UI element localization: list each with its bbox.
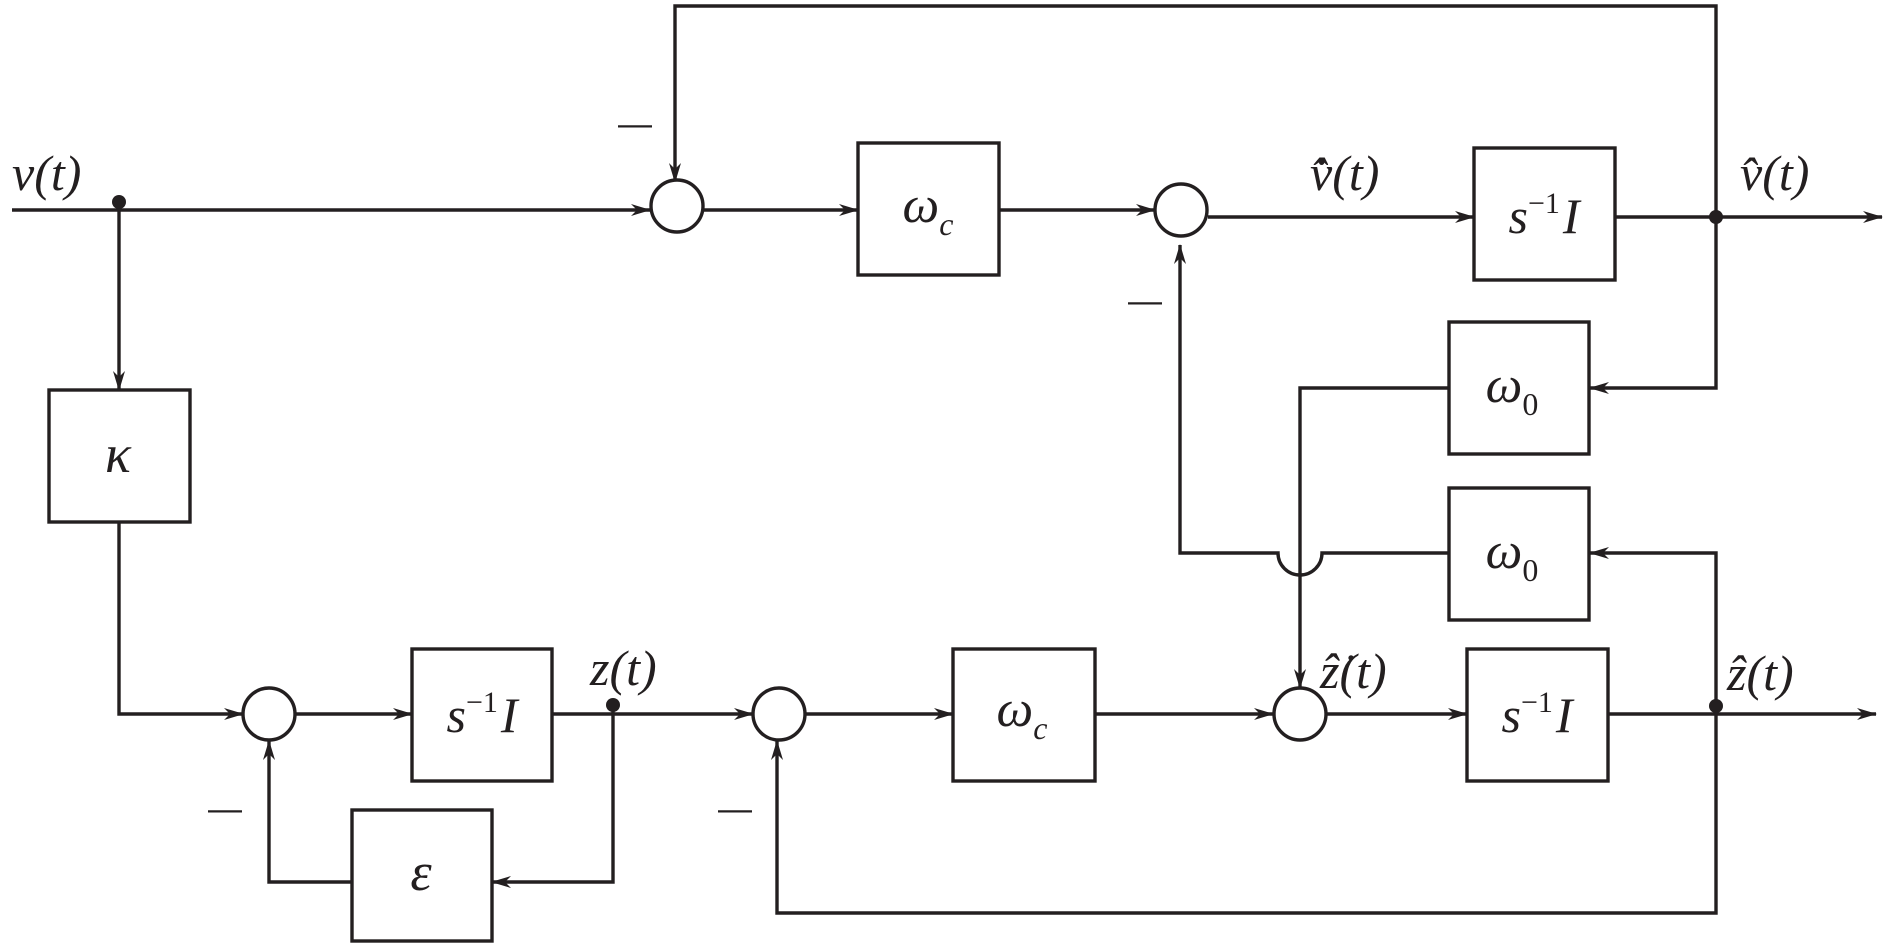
minus-sign-sum2: — (1128, 282, 1162, 320)
omega-c-top-symbol: ω (903, 177, 940, 234)
wire-z-to-epsilon (491, 705, 615, 888)
block-omega-c-bottom: ωc (951, 647, 1097, 783)
wires (12, 4, 1883, 915)
integrator-top-s: s (1508, 188, 1527, 244)
wire-z-hat-to-omega0-lower (1589, 547, 1718, 714)
omega-c-bottom-symbol: ω (997, 681, 1034, 738)
label-v-hat: v̂(t) (1740, 145, 1809, 201)
sum-junction-2 (1153, 182, 1209, 238)
omega0-lower-sub: 0 (1522, 552, 1538, 588)
label-z-hat-dot: ẑ̇(t) (1319, 643, 1387, 699)
omega0-lower-symbol: ω (1486, 523, 1523, 580)
minus-sign-sum4: — (718, 790, 752, 828)
block-epsilon: ε (350, 808, 494, 943)
integrator-bottom-I: I (1555, 687, 1575, 743)
label-input-v: v(t) (12, 145, 81, 201)
junctions (112, 195, 1723, 713)
junction-input (112, 195, 126, 209)
wire-omega0-upper-to-sum5 (1294, 386, 1449, 689)
block-integrator-bottom: s−1I (1465, 647, 1610, 783)
svg-text:s−1I: s−1I (1508, 187, 1581, 244)
wire-v-hat-outer-feedback (669, 4, 1718, 217)
block-omega0-lower: ω0 (1447, 486, 1591, 622)
sum-junction-5 (1272, 686, 1328, 742)
svg-text:ω0: ω0 (1486, 523, 1539, 588)
integrator-z-I: I (500, 687, 520, 743)
integrator-z-s: s (446, 687, 465, 743)
block-omega-c-top: ωc (856, 141, 1001, 277)
integrator-z-exp: −1 (466, 686, 498, 719)
epsilon-label: ε (410, 842, 432, 902)
label-z: z(t) (589, 640, 657, 696)
block-integrator-z: s−1I (410, 647, 554, 783)
sum-junction-3 (241, 686, 297, 742)
label-z-hat: ẑ(t) (1726, 645, 1794, 701)
junction-v-hat (1709, 210, 1723, 224)
wire-omega0-lower-to-sum2 (1174, 244, 1449, 577)
svg-text:ω0: ω0 (1486, 357, 1539, 422)
summers (241, 178, 1328, 742)
signal-labels: v(t) v̂̇(t) v̂(t) z(t) ẑ̇(t) ẑ(t) (12, 145, 1809, 701)
block-kappa: κ (47, 388, 192, 524)
block-integrator-top: s−1I (1472, 146, 1617, 282)
integrator-bottom-exp: −1 (1521, 686, 1553, 719)
sum-junction-1 (649, 178, 705, 234)
integrator-top-I: I (1562, 188, 1582, 244)
junction-z (606, 698, 620, 712)
omega-c-bottom-sub: c (1033, 710, 1047, 746)
omega-c-top-sub: c (939, 206, 953, 242)
sum-junction-4 (751, 686, 807, 742)
label-v-hat-dot: v̂̇(t) (1310, 145, 1379, 201)
minus-signs: — — — — (208, 105, 1162, 828)
minus-sign-sum3: — (208, 790, 242, 828)
kappa-label: κ (105, 424, 132, 484)
integrator-top-exp: −1 (1528, 187, 1560, 220)
integrator-bottom-s: s (1501, 687, 1520, 743)
minus-sign-sum1: — (618, 105, 652, 143)
wire-v-hat-to-omega0-upper (1589, 217, 1718, 394)
svg-text:s−1I: s−1I (1501, 686, 1574, 743)
wire-epsilon-to-sum3 (263, 740, 352, 884)
svg-text:ωc: ωc (903, 177, 954, 242)
wire-kappa-to-sum3 (117, 518, 244, 720)
svg-text:ωc: ωc (997, 681, 1048, 746)
omega0-upper-sub: 0 (1522, 386, 1538, 422)
omega0-upper-symbol: ω (1486, 357, 1523, 414)
block-omega0-upper: ω0 (1447, 320, 1591, 456)
junction-z-hat (1709, 699, 1723, 713)
wire-z-hat-outer-feedback (771, 714, 1718, 915)
svg-text:s−1I: s−1I (446, 686, 519, 743)
